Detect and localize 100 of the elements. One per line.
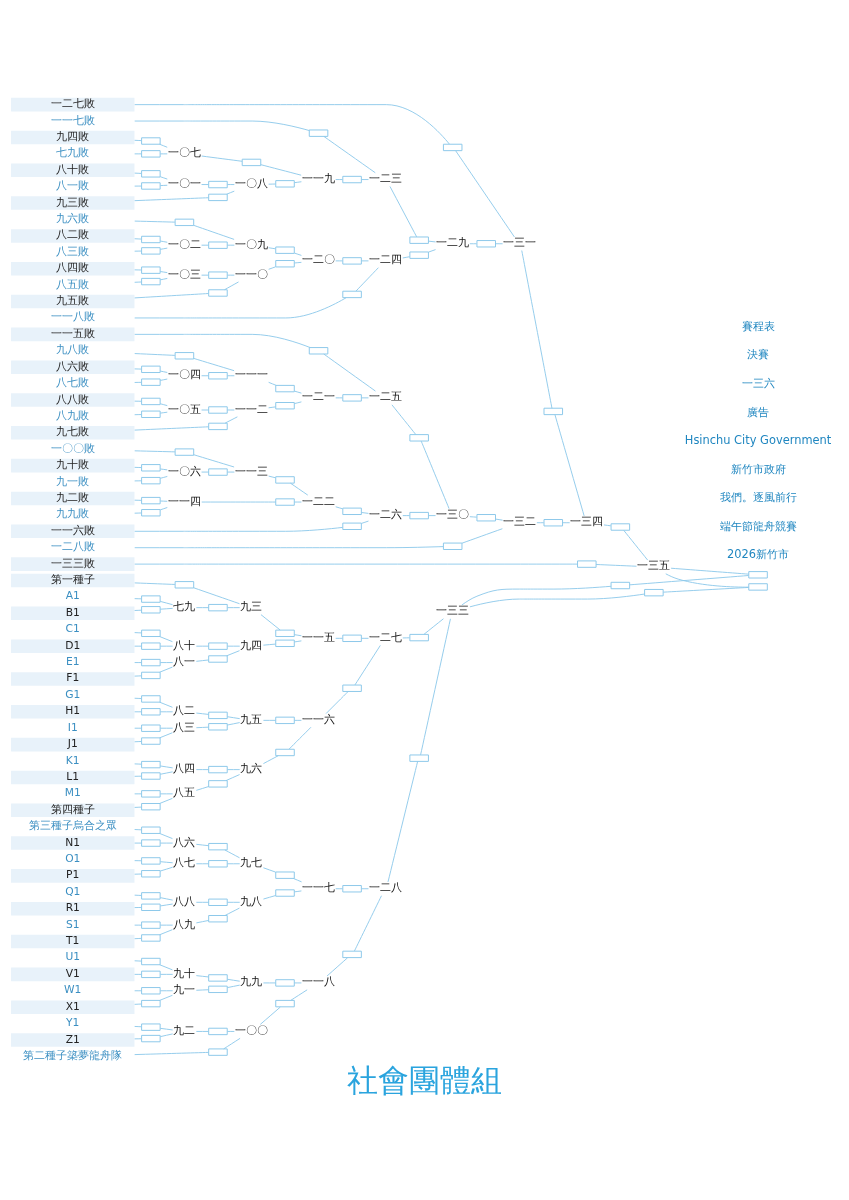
connector [423,617,444,635]
connector [294,719,302,721]
node-box [342,256,362,265]
node-box [141,629,161,637]
connector [335,637,343,639]
node-text: 八三敗 [56,244,90,258]
connector [224,281,239,290]
connector [195,606,209,608]
connector [134,152,142,154]
node-box [141,235,161,243]
node-text: 一二二 [302,494,336,508]
node-box [141,891,161,900]
connector [159,500,168,502]
node-box [275,401,295,409]
node-text: S1 [65,917,80,931]
node-box [141,377,161,386]
connector [603,523,612,526]
connector [134,674,142,677]
connector [134,989,142,991]
connector [268,265,276,270]
node-box [208,241,228,249]
node-text: 一一八敗 [50,309,95,323]
node-box [141,970,161,978]
connector [201,183,209,185]
label: Hsinchu City Government [684,432,832,447]
connector [361,511,369,514]
node-text: 九十 [173,966,196,980]
connector [262,719,276,721]
connector [262,894,276,900]
connector [134,740,142,742]
node-text: 一〇〇敗 [50,441,95,455]
connector [420,440,450,509]
connector [335,887,343,889]
connector [159,860,174,863]
node-box [208,603,228,611]
connector [201,374,209,376]
node-text: 一〇一 [167,176,201,190]
node-box [141,986,161,994]
connector [159,973,174,975]
node-box [208,193,228,201]
connector [268,405,276,408]
node-box [275,978,295,987]
node-box [208,422,228,430]
node-box [275,475,295,484]
node-box [342,507,362,515]
connector [134,906,142,908]
node-text: 七九敗 [56,145,90,159]
node-box [442,143,463,151]
node-text: 九五 [240,712,263,726]
connector [134,609,142,611]
node-text: 一三四 [570,514,604,528]
node-box [275,888,295,897]
connector [335,396,343,398]
connector [226,715,241,719]
node-text: C1 [65,621,80,635]
connector [134,775,142,777]
node-text: 一〇九 [234,237,268,251]
node-text: 一〇三 [167,267,201,281]
connector [159,792,174,794]
node-box [141,594,161,603]
label: 決賽 [747,346,770,361]
node-box [442,542,463,550]
connector [134,661,142,663]
connector [159,731,173,738]
node-text: 九八敗 [56,342,90,356]
node-box [208,641,228,650]
connector [159,903,174,906]
connector [159,661,174,663]
connector [361,637,369,639]
connector [195,768,209,770]
node-text: 第二種子築夢龍舟隊 [23,1048,123,1062]
connector [134,479,142,481]
node-box [141,246,161,255]
node-box [141,397,161,405]
label: 端午節龍舟競賽 [719,518,797,533]
node-box [141,999,161,1007]
connector [201,274,209,276]
node-box [141,365,161,373]
node-box [141,605,161,613]
connector [428,248,436,253]
connector [159,370,168,373]
connector [159,963,173,970]
node-box [208,371,228,379]
node-box [543,518,564,526]
connector [195,1030,209,1032]
connector [294,639,302,642]
node-text: 八五 [173,785,196,799]
node-box [275,748,295,756]
connector [195,988,209,991]
connector [159,1027,174,1030]
connector [159,666,173,673]
connector [134,526,344,532]
node-box: 一一五敗 [11,327,135,341]
connector [134,172,142,174]
connector [226,978,241,982]
node-box [208,985,228,993]
node-box: B1 [11,606,135,620]
connector [294,501,302,502]
connector [461,585,612,605]
connector [268,381,277,386]
